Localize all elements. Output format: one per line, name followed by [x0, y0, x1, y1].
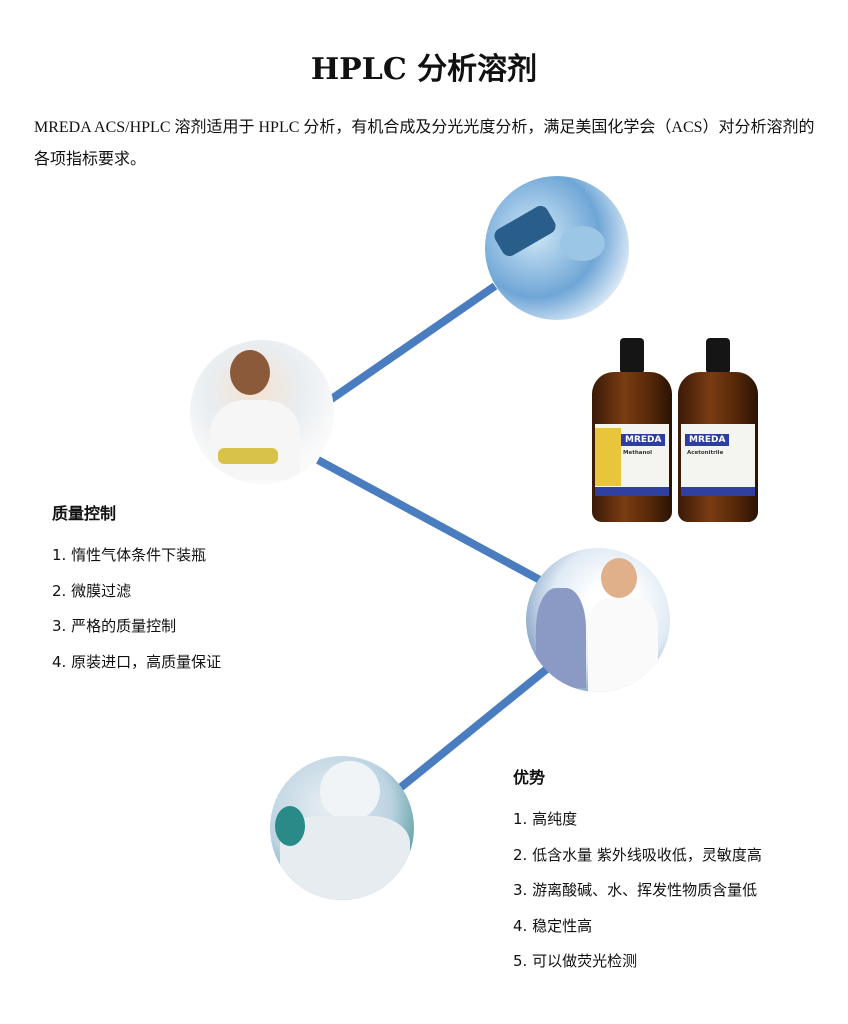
list-item: 3. 游离酸碱、水、挥发性物质含量低: [513, 881, 758, 899]
section-title: 优势: [513, 768, 546, 787]
list-item: 4. 稳定性高: [513, 916, 593, 935]
list-item: 2. 微膜过滤: [52, 581, 132, 600]
connector-line: [316, 456, 542, 584]
microscope-photo: [485, 176, 629, 320]
list-item: 3. 严格的质量控制: [52, 617, 177, 635]
connector-line: [397, 664, 551, 792]
section-title: 质量控制: [52, 504, 117, 523]
lab-technician-photo: [270, 756, 414, 900]
product-name: Methanol: [623, 450, 653, 456]
page-title: HPLC 分析溶剂: [310, 52, 538, 87]
scientist-photo: [190, 340, 334, 484]
list-item: 5. 可以做荧光检测: [513, 952, 638, 970]
list-item: 2. 低含水量 紫外线吸收低，灵敏度高: [513, 845, 762, 864]
quality-control-section: 质量控制 1. 惰性气体条件下装瓶 2. 微膜过滤 3. 严格的质量控制 4. …: [52, 500, 221, 680]
product-name: Acetonitrile: [687, 450, 724, 456]
connector-line: [327, 282, 498, 404]
list-item: 4. 原装进口，高质量保证: [52, 652, 222, 671]
doctor-family-photo: [526, 548, 670, 692]
advantages-section: 优势 1. 高纯度 2. 低含水量 紫外线吸收低，灵敏度高 3. 游离酸碱、水、…: [513, 764, 762, 980]
intro-text: MREDA ACS/HPLC 溶剂适用于 HPLC 分析，有机合成及分光光度分析…: [34, 119, 815, 168]
brand-logo: MREDA: [621, 434, 666, 446]
brand-logo: MREDA: [685, 434, 730, 446]
list-item: 1. 惰性气体条件下装瓶: [52, 546, 207, 564]
list-item: 1. 高纯度: [513, 810, 578, 828]
